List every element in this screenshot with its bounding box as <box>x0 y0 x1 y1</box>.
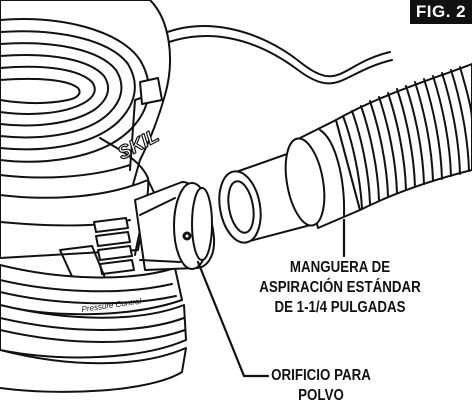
hose-callout-line-1: MANGUERA DE <box>289 259 391 276</box>
dust-port-leader-line <box>196 260 270 378</box>
sander-body <box>0 0 171 206</box>
power-cord <box>149 25 393 85</box>
dust-port-callout: ORIFICIO PARA POLVO <box>248 366 394 406</box>
dust-port-callout-line-2: POLVO <box>298 387 344 404</box>
hose-adapter <box>218 119 361 244</box>
hose-callout-line-3: DE 1-1/4 PULGADAS <box>274 299 406 316</box>
vacuum-hose <box>335 63 472 211</box>
dust-port <box>134 181 216 271</box>
figure-label: FIG. 2 <box>410 0 472 24</box>
sanding-pad <box>0 264 187 393</box>
hose-callout: MANGUERA DE ASPIRACIÓN ESTÁNDAR DE 1-1/4… <box>233 258 448 318</box>
dust-port-callout-line-1: ORIFICIO PARA <box>271 367 371 384</box>
hose-callout-line-2: ASPIRACIÓN ESTÁNDAR <box>259 279 421 296</box>
